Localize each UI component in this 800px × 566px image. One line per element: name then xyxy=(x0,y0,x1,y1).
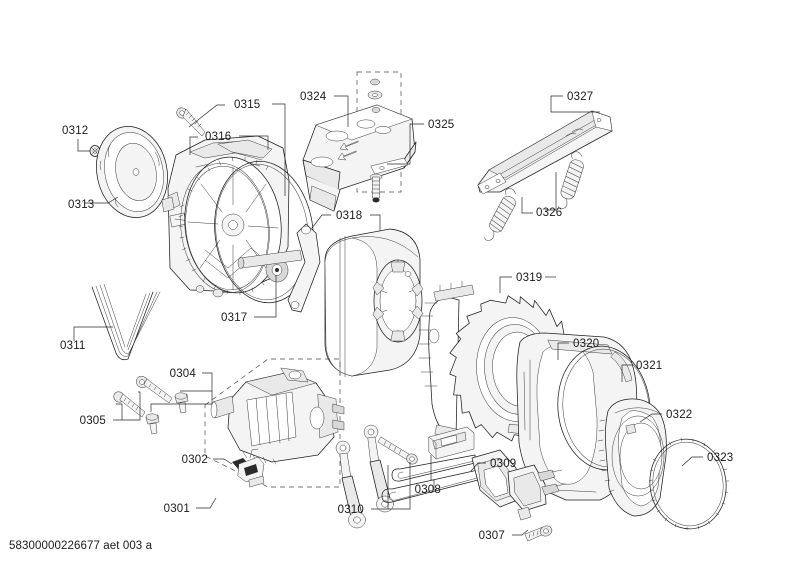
part-0318-drum-shell xyxy=(324,228,424,378)
label-0317: 0317 xyxy=(221,312,247,324)
part-0315-tub-bolt xyxy=(176,107,206,137)
label-0307: 0307 xyxy=(479,530,505,542)
part-0304-0305-fasteners xyxy=(113,376,189,435)
part-0323-retaining-spring xyxy=(648,437,730,531)
label-0309: 0309 xyxy=(490,458,516,470)
label-0313: 0313 xyxy=(68,199,94,211)
part-0307-terminal-screw xyxy=(524,525,553,542)
motor-body xyxy=(210,367,345,465)
label-0310: 0310 xyxy=(338,504,364,516)
part-labels: 0301 0302 0304 0305 0307 0308 0309 0310 … xyxy=(60,91,733,542)
label-0301: 0301 xyxy=(164,503,190,515)
part-0310-shock-absorbers xyxy=(335,424,418,529)
label-0327: 0327 xyxy=(567,91,593,103)
label-0304: 0304 xyxy=(170,368,197,380)
label-0312: 0312 xyxy=(62,125,88,137)
label-0322: 0322 xyxy=(666,409,692,421)
label-0321: 0321 xyxy=(636,360,662,372)
label-0302: 0302 xyxy=(182,454,208,466)
leader-lines xyxy=(73,95,703,536)
part-0327-support-brace xyxy=(477,110,613,195)
label-0323: 0323 xyxy=(707,452,733,464)
label-0325: 0325 xyxy=(428,119,454,131)
drum-support-arm xyxy=(237,223,321,313)
part-0313-drive-pulley xyxy=(96,126,168,218)
part-0308-heater-clip xyxy=(428,426,475,460)
label-0318: 0318 xyxy=(336,210,362,222)
part-0325-counterweight-bolt xyxy=(369,173,383,203)
label-0315: 0315 xyxy=(234,99,260,111)
label-0316: 0316 xyxy=(205,131,231,143)
part-0302-carbon-brush xyxy=(232,448,265,488)
label-0320: 0320 xyxy=(573,338,599,350)
part-0309-heating-element xyxy=(381,449,567,521)
label-0319: 0319 xyxy=(516,272,542,284)
part-0326-suspension-spring xyxy=(484,151,584,241)
label-0326: 0326 xyxy=(536,207,562,219)
part-0324-counterweight xyxy=(302,71,417,212)
label-0324: 0324 xyxy=(300,91,327,103)
label-0311: 0311 xyxy=(60,340,86,352)
part-0322-door-bellows xyxy=(597,398,667,517)
part-0311-drive-belt xyxy=(91,283,161,361)
document-footer-code: 58300000226677 aet 003 a xyxy=(9,540,153,552)
label-0305: 0305 xyxy=(80,415,106,427)
label-0308: 0308 xyxy=(415,484,441,496)
